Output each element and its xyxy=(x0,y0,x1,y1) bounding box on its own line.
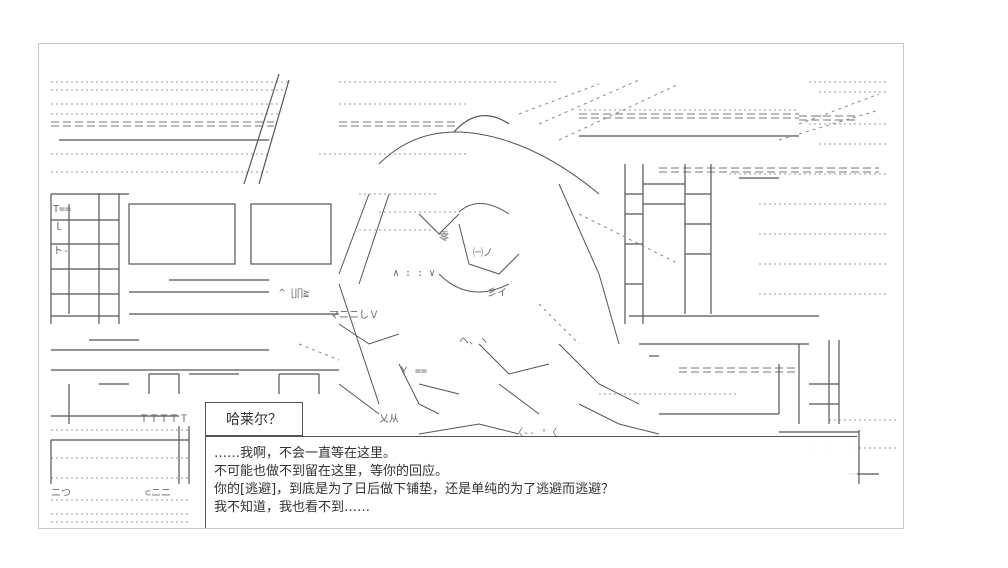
building-outlines xyxy=(50,73,879,484)
svg-text:ｌ: ｌ xyxy=(53,221,63,233)
speed-lines xyxy=(298,79,880,361)
svg-text:T==: T== xyxy=(53,204,71,215)
speaker-name: 哈莱尔？ xyxy=(226,412,282,428)
svg-text:零: 零 xyxy=(439,231,449,243)
svg-text:^ ∐∏≧: ^ ∐∏≧ xyxy=(279,288,309,299)
svg-text:ヘ、ヽ: ヘ、ヽ xyxy=(459,336,489,347)
svg-text:㈠ノ: ㈠ノ xyxy=(473,246,493,259)
dialog-line-4: 我不知道，我也看不到…… xyxy=(214,500,371,515)
svg-text:ト-: ト- xyxy=(53,246,69,257)
dialog-line-2: 不可能也做不到留在这里，等你的回应。 xyxy=(214,464,449,479)
svg-text:乂从: 乂从 xyxy=(379,414,399,425)
dialog-line-3: 你的[逃避]，到底是为了日后做下铺垫，还是单纯的为了逃避而逃避？ xyxy=(214,482,615,497)
svg-text:彡イ: 彡イ xyxy=(487,288,507,299)
svg-text:Ｙ ==: Ｙ == xyxy=(399,366,427,377)
speaker-name-box: 哈莱尔？ xyxy=(205,402,303,436)
dialog-line-1: ……我啊，不会一直等在这里。 xyxy=(214,446,397,461)
svg-text:ＴＴＴＴＴ: ＴＴＴＴＴ xyxy=(139,414,189,425)
svg-text:∧ : : ∨: ∧ : : ∨ xyxy=(393,268,435,279)
ascii-art-panel: ^ ∐∏≧ 零 ㈠ノ ∧ : : ∨ 彡イ マニニしＶ ヘ、ヽ Ｙ == 乂从 … xyxy=(38,43,904,529)
dialog-box: ……我啊，不会一直等在这里。 不可能也做不到留在这里，等你的回应。 你的[逃避]… xyxy=(205,436,857,528)
svg-text:ニつ: ニつ xyxy=(51,488,71,499)
double-rule-texture xyxy=(51,113,879,373)
svg-text:マニニしＶ: マニニしＶ xyxy=(329,309,379,321)
dotted-texture xyxy=(51,81,899,523)
character-figure xyxy=(338,131,660,435)
svg-text:⊂ニニ: ⊂ニニ xyxy=(145,488,171,499)
